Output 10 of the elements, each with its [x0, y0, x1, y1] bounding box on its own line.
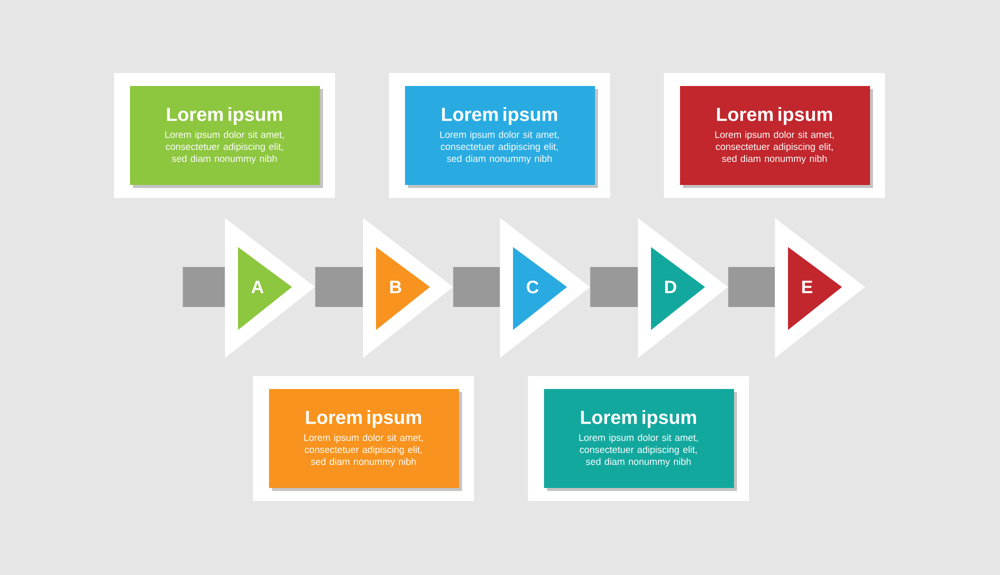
text-card: Lorem ipsum Lorem ipsum dolor sit amet, consectetuer adipiscing elit, sed diam nonummy nibh [528, 376, 749, 501]
connector-bar [728, 267, 775, 307]
connector-bar [453, 267, 500, 307]
text-card: Lorem ipsum Lorem ipsum dolor sit amet, consectetuer adipiscing elit, sed diam nonummy nibh [664, 73, 886, 198]
connector-bar [315, 267, 363, 307]
text-card: Lorem ipsum Lorem ipsum dolor sit amet, consectetuer adipiscing elit, sed diam nonummy nibh [253, 376, 474, 501]
connector-bar [590, 267, 638, 307]
connector-bar [182, 267, 225, 307]
text-card: Lorem ipsum Lorem ipsum dolor sit amet, consectetuer adipiscing elit, sed diam nonummy nibh [114, 73, 335, 198]
text-card: Lorem ipsum Lorem ipsum dolor sit amet, consectetuer adipiscing elit, sed diam nonummy nibh [389, 73, 610, 198]
